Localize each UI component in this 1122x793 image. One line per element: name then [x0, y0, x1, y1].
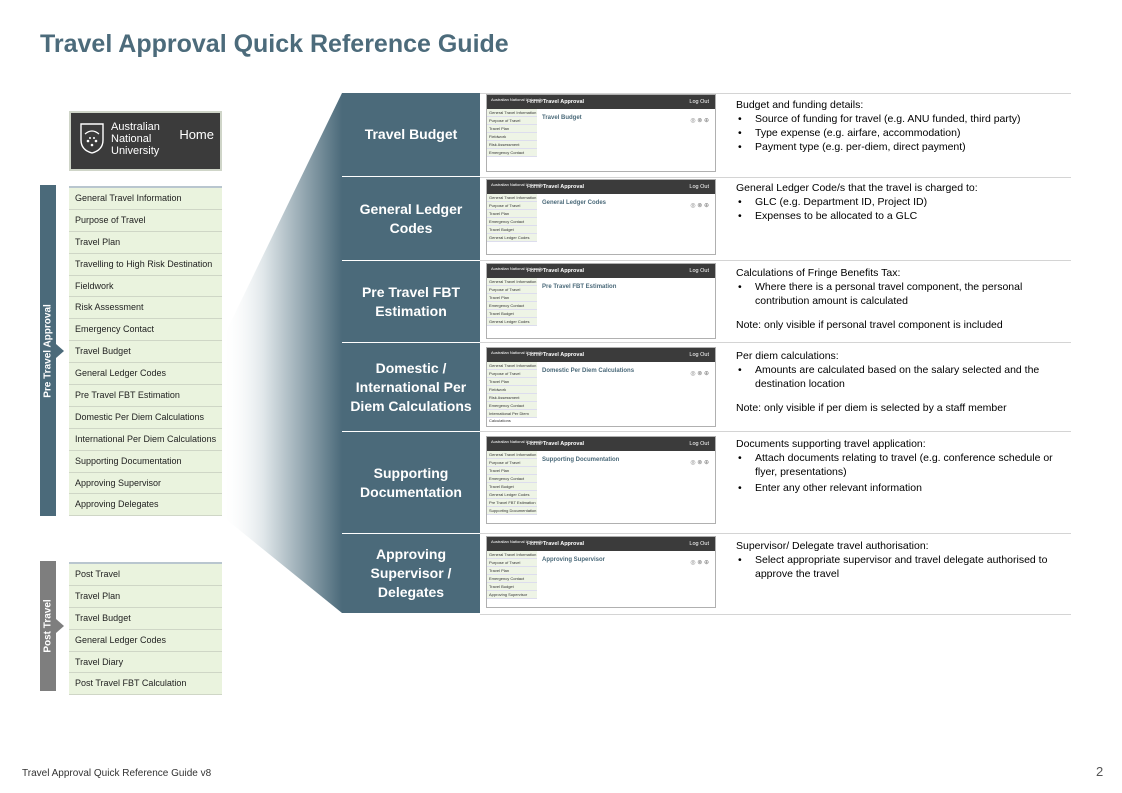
toolbar-icons: ◎ ⊗ ⊕	[690, 460, 709, 466]
menu-item[interactable]: Travel Plan	[69, 231, 222, 254]
post-travel-arrow-icon	[56, 619, 64, 633]
menu-item[interactable]: General Ledger Codes	[69, 629, 222, 652]
menu-item[interactable]: Travelling to High Risk Destination	[69, 253, 222, 276]
row-divider	[480, 533, 1071, 534]
footer-text: Travel Approval Quick Reference Guide v8	[22, 768, 212, 779]
menu-item[interactable]: Post Travel FBT Calculation	[69, 673, 222, 696]
menu-item[interactable]: Travel Budget	[69, 341, 222, 364]
section-per-diem: Domestic / International Per Diem Calcul…	[342, 343, 480, 431]
bullet-item: Attach documents relating to travel (e.g…	[736, 451, 1071, 479]
toolbar-icons: ◎ ⊗ ⊕	[690, 560, 709, 566]
section-description: Supervisor/ Delegate travel authorisatio…	[736, 539, 1071, 581]
menu-item[interactable]: Emergency Contact	[69, 319, 222, 342]
bullet-item: GLC (e.g. Department ID, Project ID)	[736, 195, 1071, 209]
toolbar-icons: ◎ ⊗ ⊕	[690, 203, 709, 209]
section-supporting-docs: Supporting Documentation	[342, 432, 480, 533]
section-travel-budget: Travel Budget	[342, 93, 480, 176]
menu-item[interactable]: General Travel Information	[69, 188, 222, 210]
menu-item[interactable]: Domestic Per Diem Calculations	[69, 406, 222, 429]
section-pre-travel-fbt: Pre Travel FBT Estimation	[342, 261, 480, 342]
menu-item[interactable]: Travel Budget	[69, 607, 222, 630]
bullet-item: Amounts are calculated based on the sala…	[736, 363, 1071, 391]
section-approving-supervisor: Approving Supervisor / Delegates	[342, 534, 480, 613]
row-divider	[480, 431, 1071, 432]
bullet-item: Expenses to be allocated to a GLC	[736, 209, 1071, 223]
toolbar-icons: ◎ ⊗ ⊕	[690, 371, 709, 377]
pre-travel-arrow-icon	[56, 344, 64, 358]
row-divider	[480, 260, 1071, 261]
page-number: 2	[1096, 764, 1104, 779]
section-description: Calculations of Fringe Benefits Tax: Whe…	[736, 266, 1071, 332]
row-divider	[480, 614, 1071, 615]
section-description: Documents supporting travel application:…	[736, 437, 1071, 495]
pre-travel-bar: Pre Travel Approval	[40, 185, 56, 516]
section-general-ledger-codes: General Ledger Codes	[342, 177, 480, 260]
bullet-item: Where there is a personal travel compone…	[736, 280, 1071, 308]
menu-item[interactable]: Pre Travel FBT Estimation	[69, 385, 222, 407]
section-description: General Ledger Code/s that the travel is…	[736, 181, 1071, 223]
menu-item[interactable]: Approving Supervisor	[69, 472, 222, 495]
menu-item[interactable]: Risk Assessment	[69, 297, 222, 320]
menu-item[interactable]: Purpose of Travel	[69, 209, 222, 232]
section-description: Budget and funding details: Source of fu…	[736, 98, 1071, 154]
toolbar-icons: ◎ ⊗ ⊕	[690, 118, 709, 124]
menu-item[interactable]: International Per Diem Calculations	[69, 428, 222, 451]
menu-item[interactable]: Post Travel	[69, 564, 222, 586]
menu-item[interactable]: Travel Diary	[69, 651, 222, 674]
university-name: Australian National University	[111, 121, 160, 157]
menu-item[interactable]: Approving Delegates	[69, 494, 222, 517]
row-divider	[480, 342, 1071, 343]
bullet-item: Payment type (e.g. per-diem, direct paym…	[736, 140, 1071, 154]
bullet-item: Type expense (e.g. airfare, accommodatio…	[736, 126, 1071, 140]
menu-item[interactable]: Travel Plan	[69, 585, 222, 608]
anu-home-banner[interactable]: Australian National University Home	[69, 111, 222, 171]
bullet-item: Source of funding for travel (e.g. ANU f…	[736, 112, 1071, 126]
menu-item[interactable]: General Ledger Codes	[69, 363, 222, 386]
anu-crest-icon	[80, 123, 104, 154]
page-title: Travel Approval Quick Reference Guide	[40, 30, 509, 58]
post-travel-bar: Post Travel	[40, 561, 56, 691]
bullet-item: Select appropriate supervisor and travel…	[736, 553, 1071, 581]
menu-item[interactable]: Supporting Documentation	[69, 450, 222, 473]
note-text: Note: only visible if per diem is select…	[736, 402, 1007, 414]
section-description: Per diem calculations: Amounts are calcu…	[736, 349, 1071, 415]
note-text: Note: only visible if personal travel co…	[736, 319, 1003, 331]
menu-item[interactable]: Fieldwork	[69, 275, 222, 298]
row-divider	[480, 177, 1071, 178]
bullet-item: Enter any other relevant information	[736, 481, 1071, 495]
home-link[interactable]: Home	[179, 127, 214, 142]
row-divider	[480, 93, 1071, 94]
post-travel-menu: Post Travel Travel Plan Travel Budget Ge…	[69, 562, 222, 696]
pre-travel-menu: General Travel Information Purpose of Tr…	[69, 186, 222, 517]
